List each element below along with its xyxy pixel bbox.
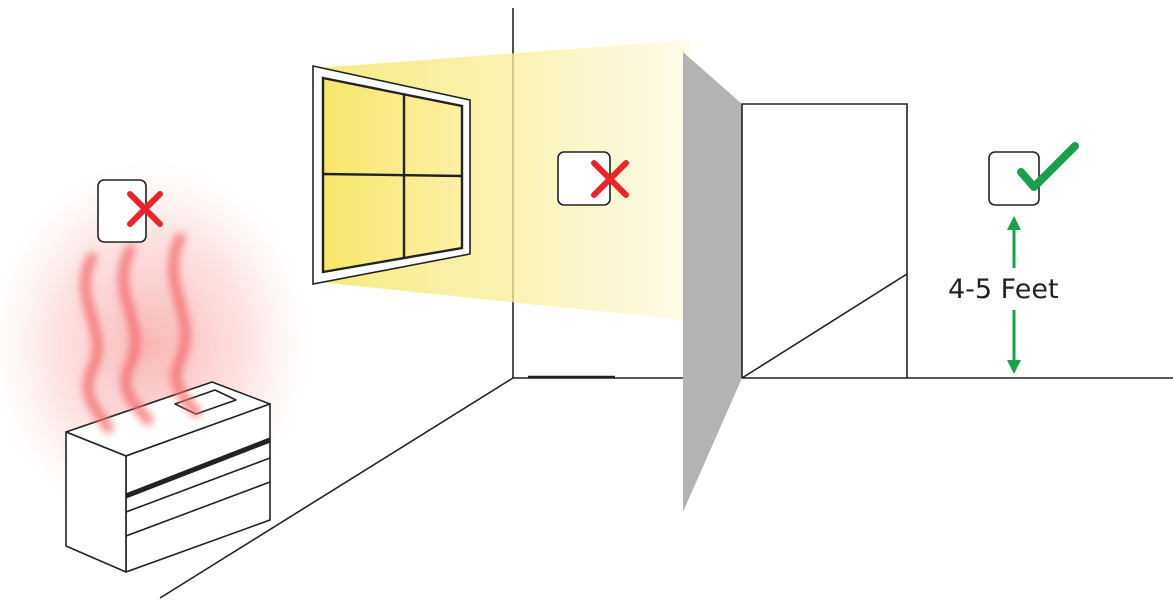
thermostat-near-heater — [97, 179, 163, 243]
thermostat-in-sunlight — [557, 151, 629, 206]
x-icon — [591, 160, 629, 198]
door-frame — [741, 103, 908, 379]
window — [312, 65, 471, 285]
x-icon — [127, 191, 163, 227]
thermostat-good-placement — [988, 142, 1079, 206]
double-arrow-icon — [1007, 216, 1021, 374]
heater — [65, 381, 271, 573]
check-icon — [1017, 142, 1079, 191]
door-leaf — [683, 52, 742, 512]
height-label: 4-5 Feet — [948, 274, 1059, 305]
heat-waves — [80, 232, 202, 434]
